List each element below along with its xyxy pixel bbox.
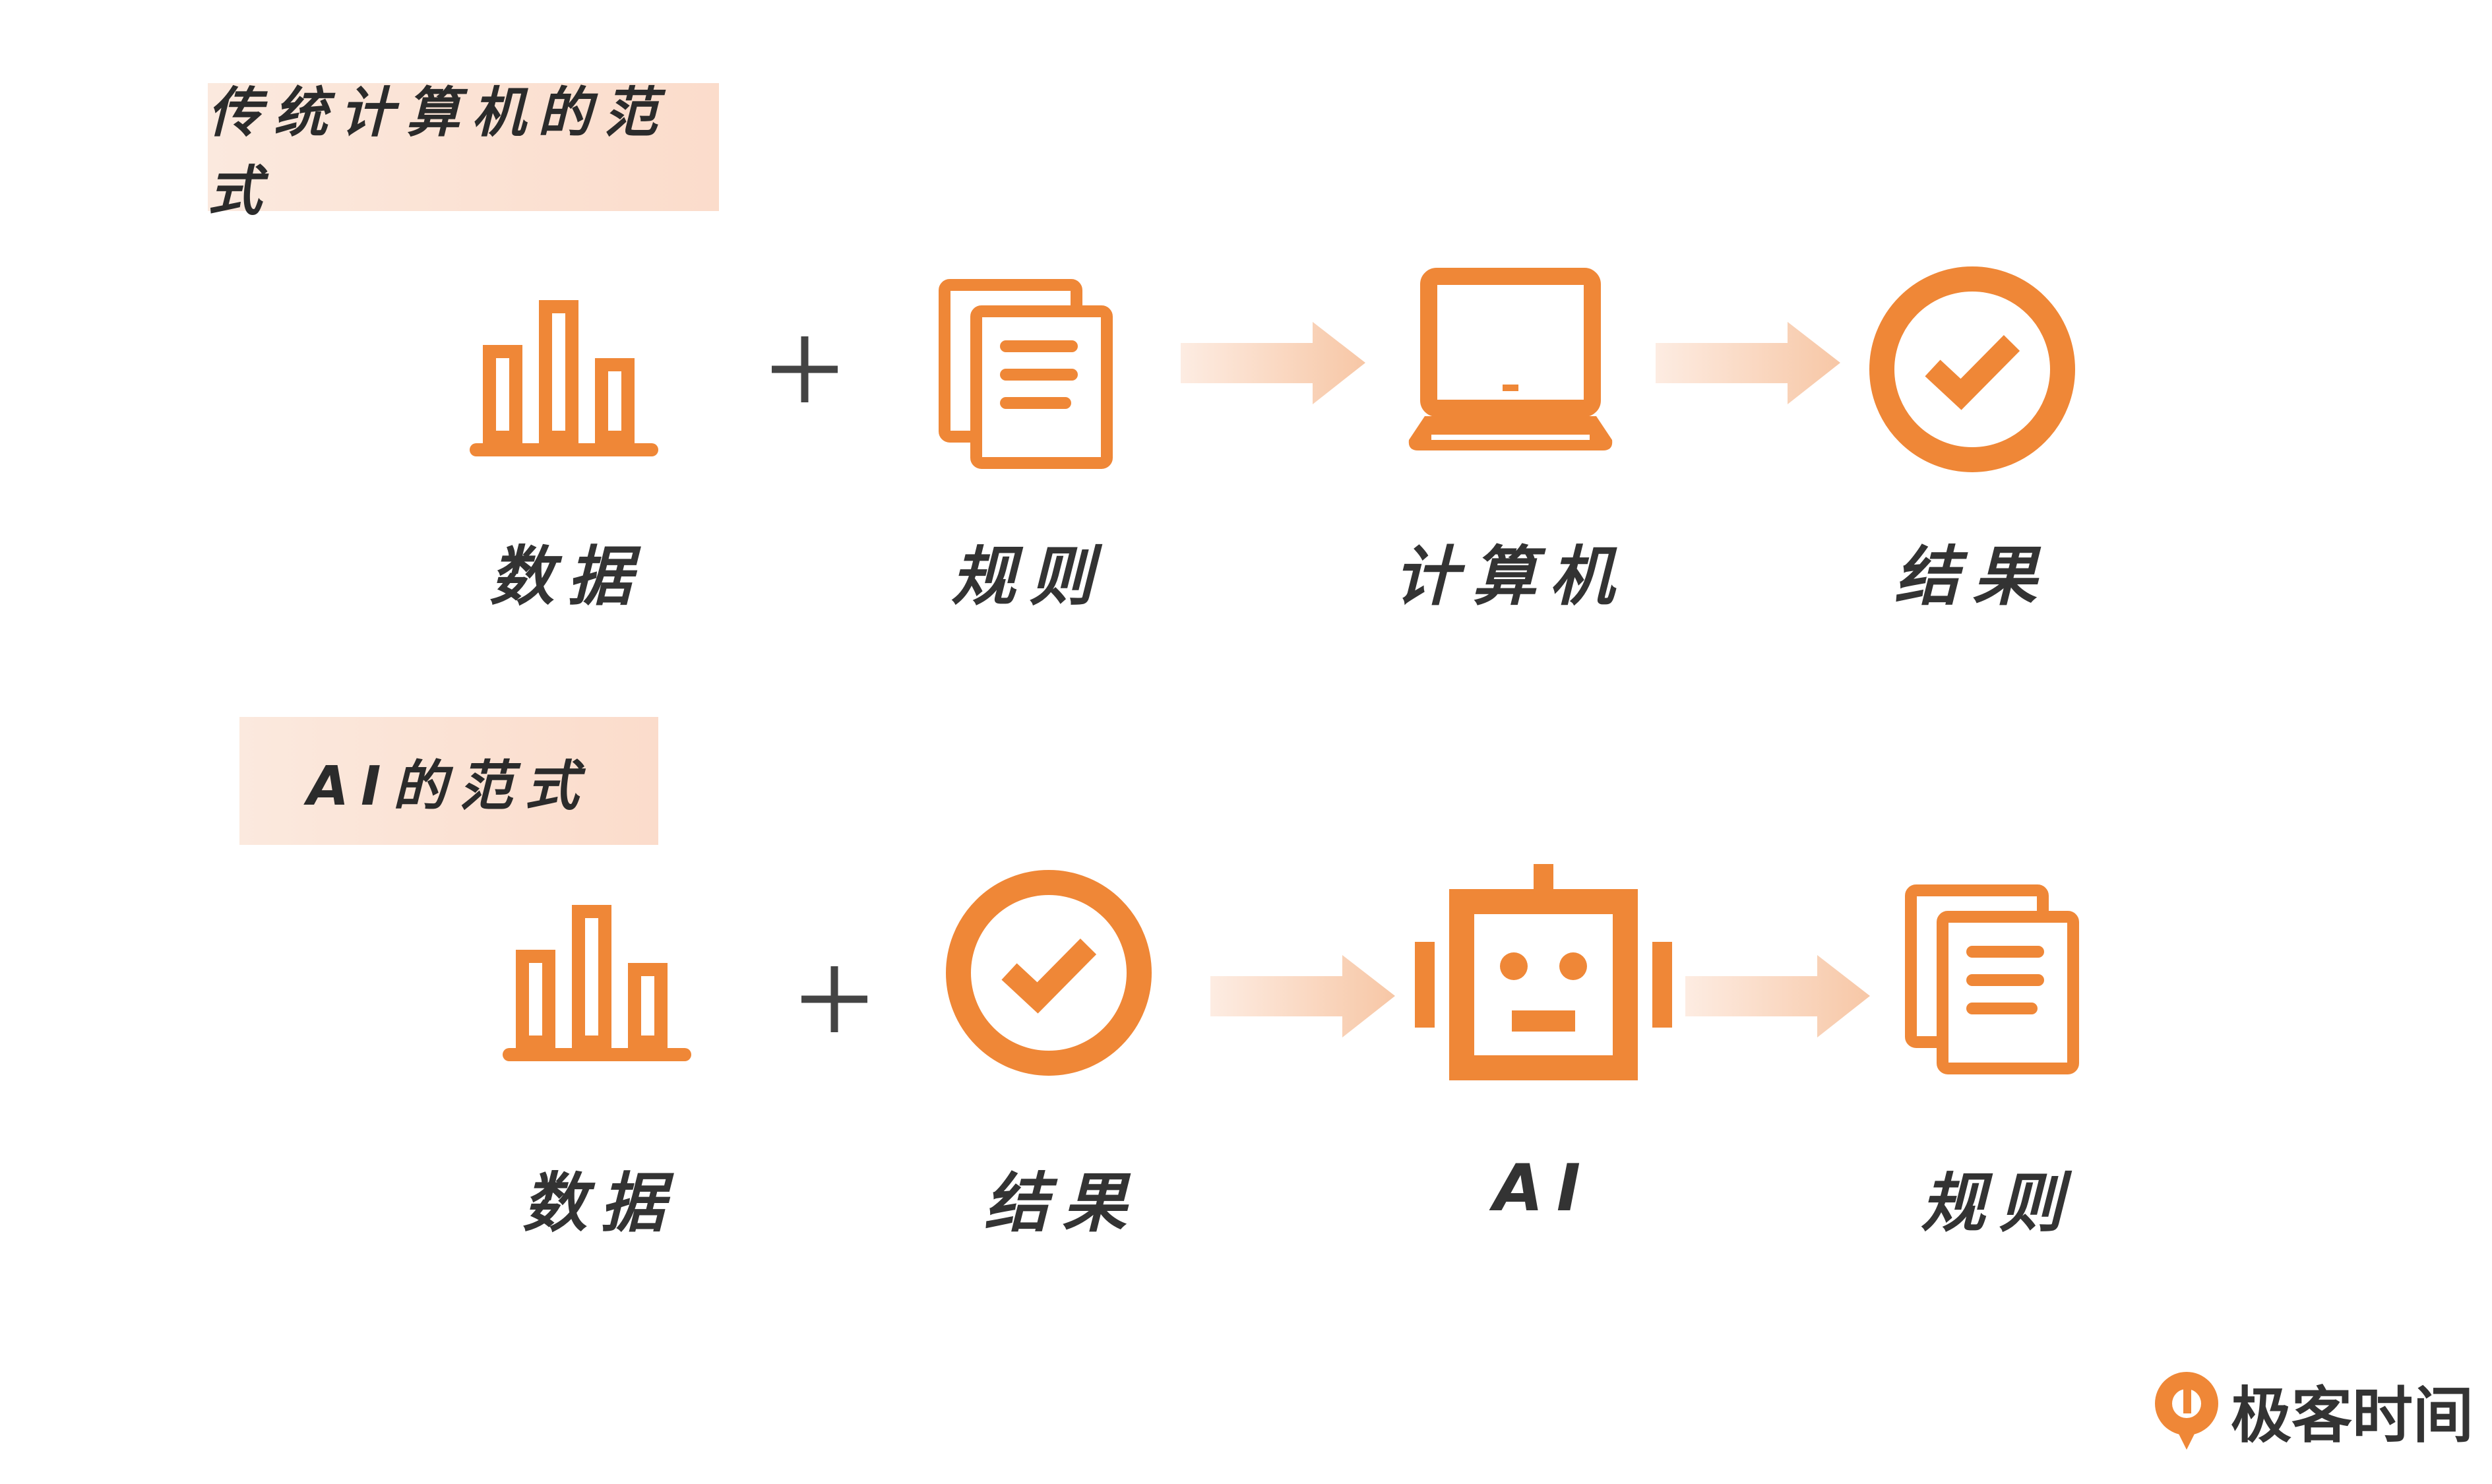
caption-result: 结果 bbox=[983, 1166, 1140, 1241]
traditional-paradigm-label: 传统计算机的范式 bbox=[208, 82, 719, 223]
caption-result: 结果 bbox=[1894, 540, 2050, 615]
arrow-icon bbox=[1181, 322, 1365, 404]
caption-rules: 规则 bbox=[1920, 1166, 2076, 1241]
ai-paradigm-title: AI的范式 bbox=[307, 755, 591, 818]
brand-logo: 极客时间 bbox=[2150, 1364, 2480, 1456]
caption-ai: AI bbox=[1493, 1151, 1594, 1226]
check-circle-icon bbox=[946, 870, 1152, 1076]
caption-data: 数据 bbox=[489, 540, 645, 615]
geektime-logo-icon bbox=[2155, 1372, 2218, 1450]
arrow-icon bbox=[1656, 322, 1840, 404]
brand-name: 极客时间 bbox=[2231, 1380, 2474, 1451]
caption-data: 数据 bbox=[522, 1166, 678, 1241]
traditional-paradigm-title: 传统计算机的范式 bbox=[208, 82, 670, 223]
documents-icon bbox=[1905, 884, 2079, 1074]
ai-paradigm-label: AI的范式 bbox=[239, 717, 658, 845]
robot-icon bbox=[1415, 864, 1672, 1080]
documents-icon bbox=[939, 279, 1113, 469]
laptop-icon bbox=[1408, 268, 1613, 450]
plus-icon bbox=[772, 336, 838, 402]
arrow-icon bbox=[1685, 955, 1870, 1037]
bar-chart-icon bbox=[470, 300, 658, 456]
caption-rules: 规则 bbox=[950, 540, 1107, 615]
caption-computer: 计算机 bbox=[1393, 540, 1627, 615]
check-circle-icon bbox=[1869, 266, 2075, 472]
plus-icon bbox=[801, 966, 867, 1032]
arrow-icon bbox=[1210, 955, 1395, 1037]
bar-chart-icon bbox=[503, 905, 691, 1061]
